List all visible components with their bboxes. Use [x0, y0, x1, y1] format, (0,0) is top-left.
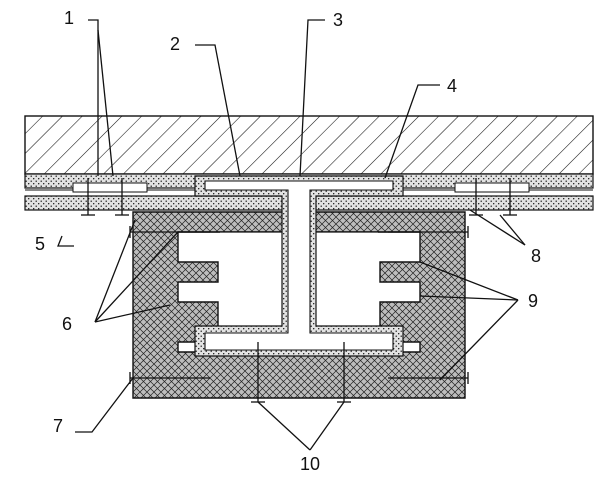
label-2: 2: [170, 34, 180, 54]
label-3: 3: [333, 10, 343, 30]
label-6: 6: [62, 314, 72, 334]
label-9: 9: [528, 291, 538, 311]
plate-right: [454, 182, 530, 193]
label-4: 4: [447, 76, 457, 96]
leader-lines: [57, 19, 526, 451]
beam-core: [204, 180, 394, 351]
label-8: 8: [531, 246, 541, 266]
side-bolts: [129, 226, 469, 384]
bolt-group-1: [81, 178, 129, 216]
top-slab: [24, 115, 594, 175]
label-7: 7: [53, 416, 63, 436]
label-1: 1: [64, 8, 74, 28]
box-frame: [132, 211, 466, 399]
plate-left: [72, 182, 148, 193]
label-10: 10: [300, 454, 320, 474]
label-5: 5: [35, 234, 45, 254]
bolt-group-8: [469, 178, 517, 216]
